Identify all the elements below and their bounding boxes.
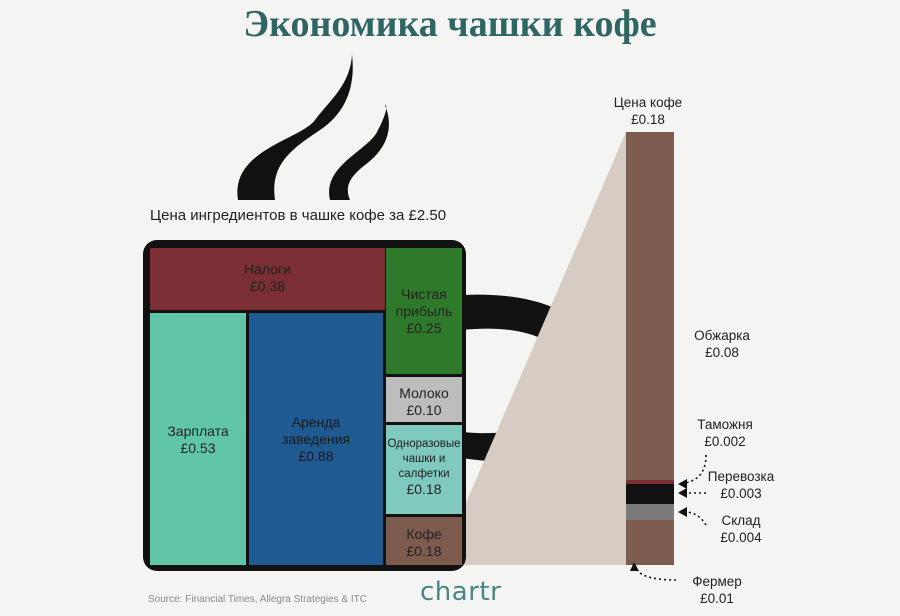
- cell-coffee: [386, 517, 462, 565]
- cell-salary: [150, 313, 246, 565]
- source-note: Source: Financial Times, Allegra Strateg…: [148, 594, 367, 605]
- cell-taxes: [150, 248, 385, 310]
- stacked-bar: [626, 132, 674, 565]
- arrow-warehouse-head: [678, 507, 687, 517]
- bar-transport: [626, 484, 674, 504]
- zoom-wedge: [462, 132, 626, 565]
- arrow-customs-head: [678, 479, 687, 489]
- label-taxes: Налоги£0.38: [244, 261, 291, 294]
- page-title: Экономика чашки кофе: [243, 3, 657, 45]
- label-coffee: Кофе£0.18: [406, 526, 442, 559]
- steam-right: [329, 105, 389, 200]
- treemap: [150, 248, 462, 565]
- label-customs: Таможня£0.002: [697, 417, 753, 449]
- brand-logo: chartr: [420, 577, 502, 607]
- cell-cups: [386, 425, 462, 514]
- bar-warehouse: [626, 504, 674, 520]
- arrow-farmer-head: [630, 562, 639, 571]
- chart-subtitle: Цена ингредиентов в чашке кофе за £2.50: [150, 207, 447, 224]
- label-transport: Перевозка£0.003: [707, 469, 775, 501]
- label-roasting: Обжарка£0.08: [694, 328, 750, 360]
- arrow-farmer: [635, 567, 677, 581]
- label-coffee-price: Цена кофе£0.18: [613, 95, 683, 127]
- cell-rent: [249, 313, 383, 565]
- arrow-transport-head: [678, 488, 687, 498]
- cell-profit: [386, 248, 462, 374]
- bar-farmer: [626, 520, 674, 565]
- cell-milk: [386, 377, 462, 422]
- bar-roasting: [626, 132, 674, 480]
- bar-customs: [626, 480, 674, 484]
- label-milk: Молоко£0.10: [399, 385, 449, 418]
- label-farmer: Фермер£0.01: [692, 574, 742, 606]
- label-salary: Зарплата£0.53: [167, 423, 229, 456]
- steam-left: [237, 55, 353, 200]
- label-warehouse: Склад£0.004: [720, 513, 762, 545]
